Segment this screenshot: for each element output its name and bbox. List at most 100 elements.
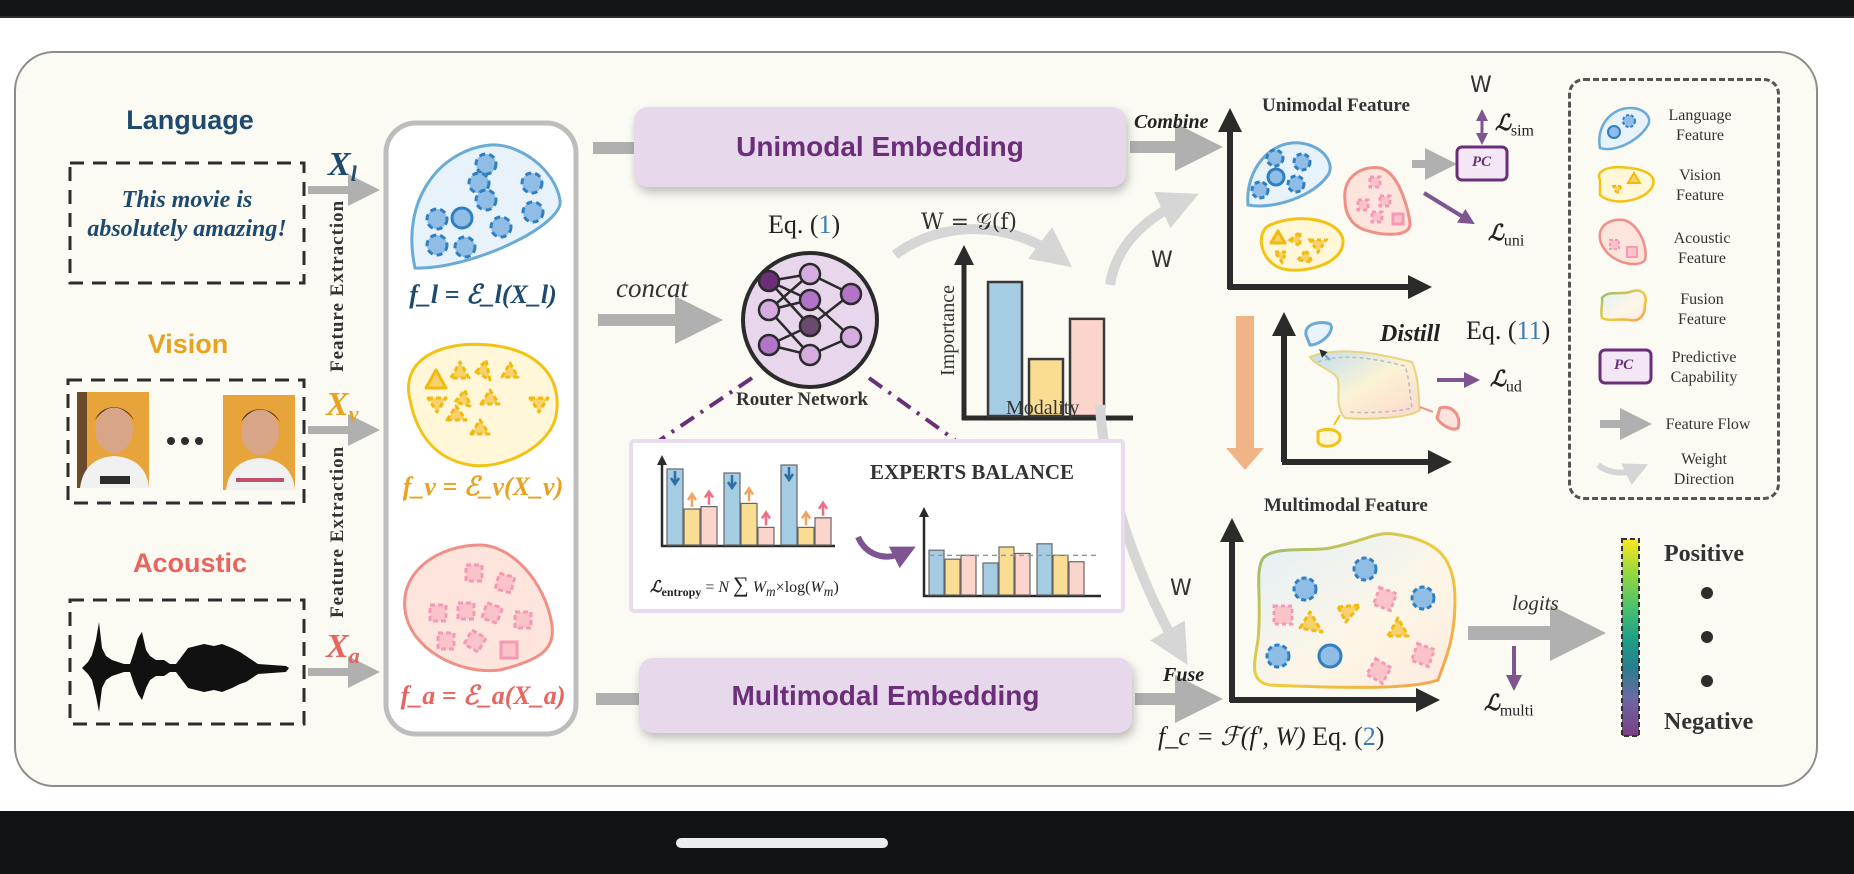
loss-sub: multi (1499, 702, 1534, 720)
router-network-label: Router Network (736, 389, 869, 410)
logits-label: logits (1512, 591, 1559, 615)
feature-extraction-label-top: Feature Extraction (327, 199, 348, 372)
subscript: a (348, 643, 360, 668)
vision-input-symbol: Xv (326, 388, 358, 425)
legend-line1: Weight (1681, 451, 1727, 468)
audio-waveform (82, 622, 289, 712)
unimodal-feature-plot (1218, 108, 1432, 299)
eb-after-bar-0-2 (960, 554, 977, 596)
legend-line1: Language (1668, 107, 1732, 124)
language-input-box (68, 161, 306, 285)
video-frame-2 (223, 395, 295, 490)
eb-before-bar-2-1 (797, 526, 815, 546)
fusion-formula: f_c = ℱ(f′, W) Eq. (2) (1158, 724, 1384, 750)
sentiment-dots (1701, 587, 1713, 687)
home-indicator[interactable] (676, 838, 888, 848)
eq-suffix: ) (831, 210, 841, 239)
eb-after-bar-0-0 (928, 549, 945, 596)
sentiment-positive-label: Positive (1664, 541, 1744, 567)
balance-direction-arrow-icon (669, 471, 681, 487)
importance-bar-acoustic (1068, 317, 1106, 418)
multimodal-feature-title: Multimodal Feature (1264, 495, 1428, 516)
eq-number: 1 (818, 210, 832, 239)
eq-prefix: Eq. ( (1312, 722, 1363, 751)
pc-label: PC (1472, 154, 1492, 170)
feature-extraction-label-bottom: Feature Extraction (327, 445, 348, 618)
fuse-label: Fuse (1163, 664, 1205, 686)
acoustic-feature-cluster (403, 543, 554, 673)
pc-weight-label: W (1470, 73, 1492, 98)
balance-direction-arrow-icon (800, 510, 812, 526)
balance-direction-arrow-icon (760, 510, 772, 526)
balance-direction-arrow-icon (783, 467, 795, 483)
legend-pc-label: PC (1614, 357, 1634, 373)
uni-loss-label: ℒuni (1488, 222, 1524, 249)
multimodal-feature-plot (1220, 518, 1457, 712)
legend-vision-feature-icon (1597, 165, 1655, 203)
eb-after-bar-2-1 (1052, 554, 1069, 596)
sentiment-negative-label: Negative (1664, 709, 1754, 735)
acoustic-title: Acoustic (132, 548, 248, 578)
eq-prefix: Eq. ( (1466, 316, 1517, 345)
eb-after-bar-1-0 (982, 562, 999, 596)
distill-down-arrow (1226, 316, 1264, 470)
unimodal-embedding-label: Unimodal Embedding (736, 131, 1024, 162)
eb-after-bar-2-2 (1068, 561, 1085, 596)
balance-direction-arrow-icon (743, 486, 755, 502)
modality-axis-text: Modality (1006, 397, 1080, 419)
language-title: Language (126, 105, 254, 135)
unimodal-embedding-box: Unimodal Embedding (634, 107, 1126, 187)
legend-line1: Acoustic (1673, 230, 1731, 247)
loss-symbol: ℒ (1484, 690, 1500, 715)
bottom-navigation-bar (0, 811, 1854, 874)
legend-line1: Predictive (1671, 349, 1737, 366)
importance-chart (954, 245, 1133, 421)
loss-symbol: ℒ (1488, 220, 1504, 245)
experts-balance-title: EXPERTS BALANCE (870, 460, 1075, 484)
router-equation: Eq. (1) (768, 212, 840, 238)
multi-loss-label: ℒmulti (1484, 692, 1534, 719)
vision-input-box (66, 378, 306, 505)
eb-before-bar-1-1 (740, 502, 758, 546)
acoustic-feature-formula: f_a = ℰ_a(X_a) (400, 681, 566, 710)
balance-curved-arrow (855, 535, 916, 569)
entropy-loss-formula: ℒentropy = N ∑ Wm×log(Wm) (650, 572, 839, 600)
eb-before-bar-1-0 (723, 472, 741, 546)
vision-feature-formula: f_v = ℰ_v(X_v) (402, 472, 564, 501)
legend-line2: Direction (1673, 471, 1735, 488)
concat-label: concat (616, 273, 688, 303)
loss-symbol: ℒ (1495, 110, 1511, 135)
unimodal-feature-title: Unimodal Feature (1262, 95, 1410, 116)
combine-label: Combine (1134, 111, 1209, 133)
loss-sub: uni (1503, 232, 1525, 250)
legend-line1: Feature Flow (1665, 416, 1751, 433)
zoom-line-right (867, 376, 957, 442)
eb-before-bar-0-2 (700, 506, 718, 546)
legend-language-feature-icon (1598, 106, 1651, 151)
weight-label-lower: W (1170, 576, 1192, 601)
legend-line1: Fusion (1680, 291, 1724, 308)
balance-direction-arrow-icon (726, 475, 738, 491)
balance-direction-arrow-icon (703, 489, 715, 505)
eb-before-bar-1-2 (757, 526, 775, 546)
uni-loss-arrow (1422, 191, 1475, 225)
eb-before-bar-0-1 (683, 508, 701, 546)
subscript: v (348, 401, 359, 426)
sentiment-colorbar (1621, 538, 1640, 737)
video-frame-1 (77, 392, 149, 488)
legend-box (1568, 78, 1780, 500)
multimodal-embedding-box: Multimodal Embedding (639, 658, 1132, 733)
legend-pc-icon (1598, 348, 1653, 385)
legend-item-feature-flow: Feature Flow (1666, 415, 1751, 435)
distill-equation: Eq. (11) (1466, 318, 1550, 344)
distill-label: Distill (1380, 321, 1441, 347)
eq-suffix: ) (1375, 722, 1385, 751)
language-input-symbol: Xl (328, 148, 357, 185)
fusion-formula-text: f_c = ℱ(f′, W) (1158, 722, 1306, 751)
